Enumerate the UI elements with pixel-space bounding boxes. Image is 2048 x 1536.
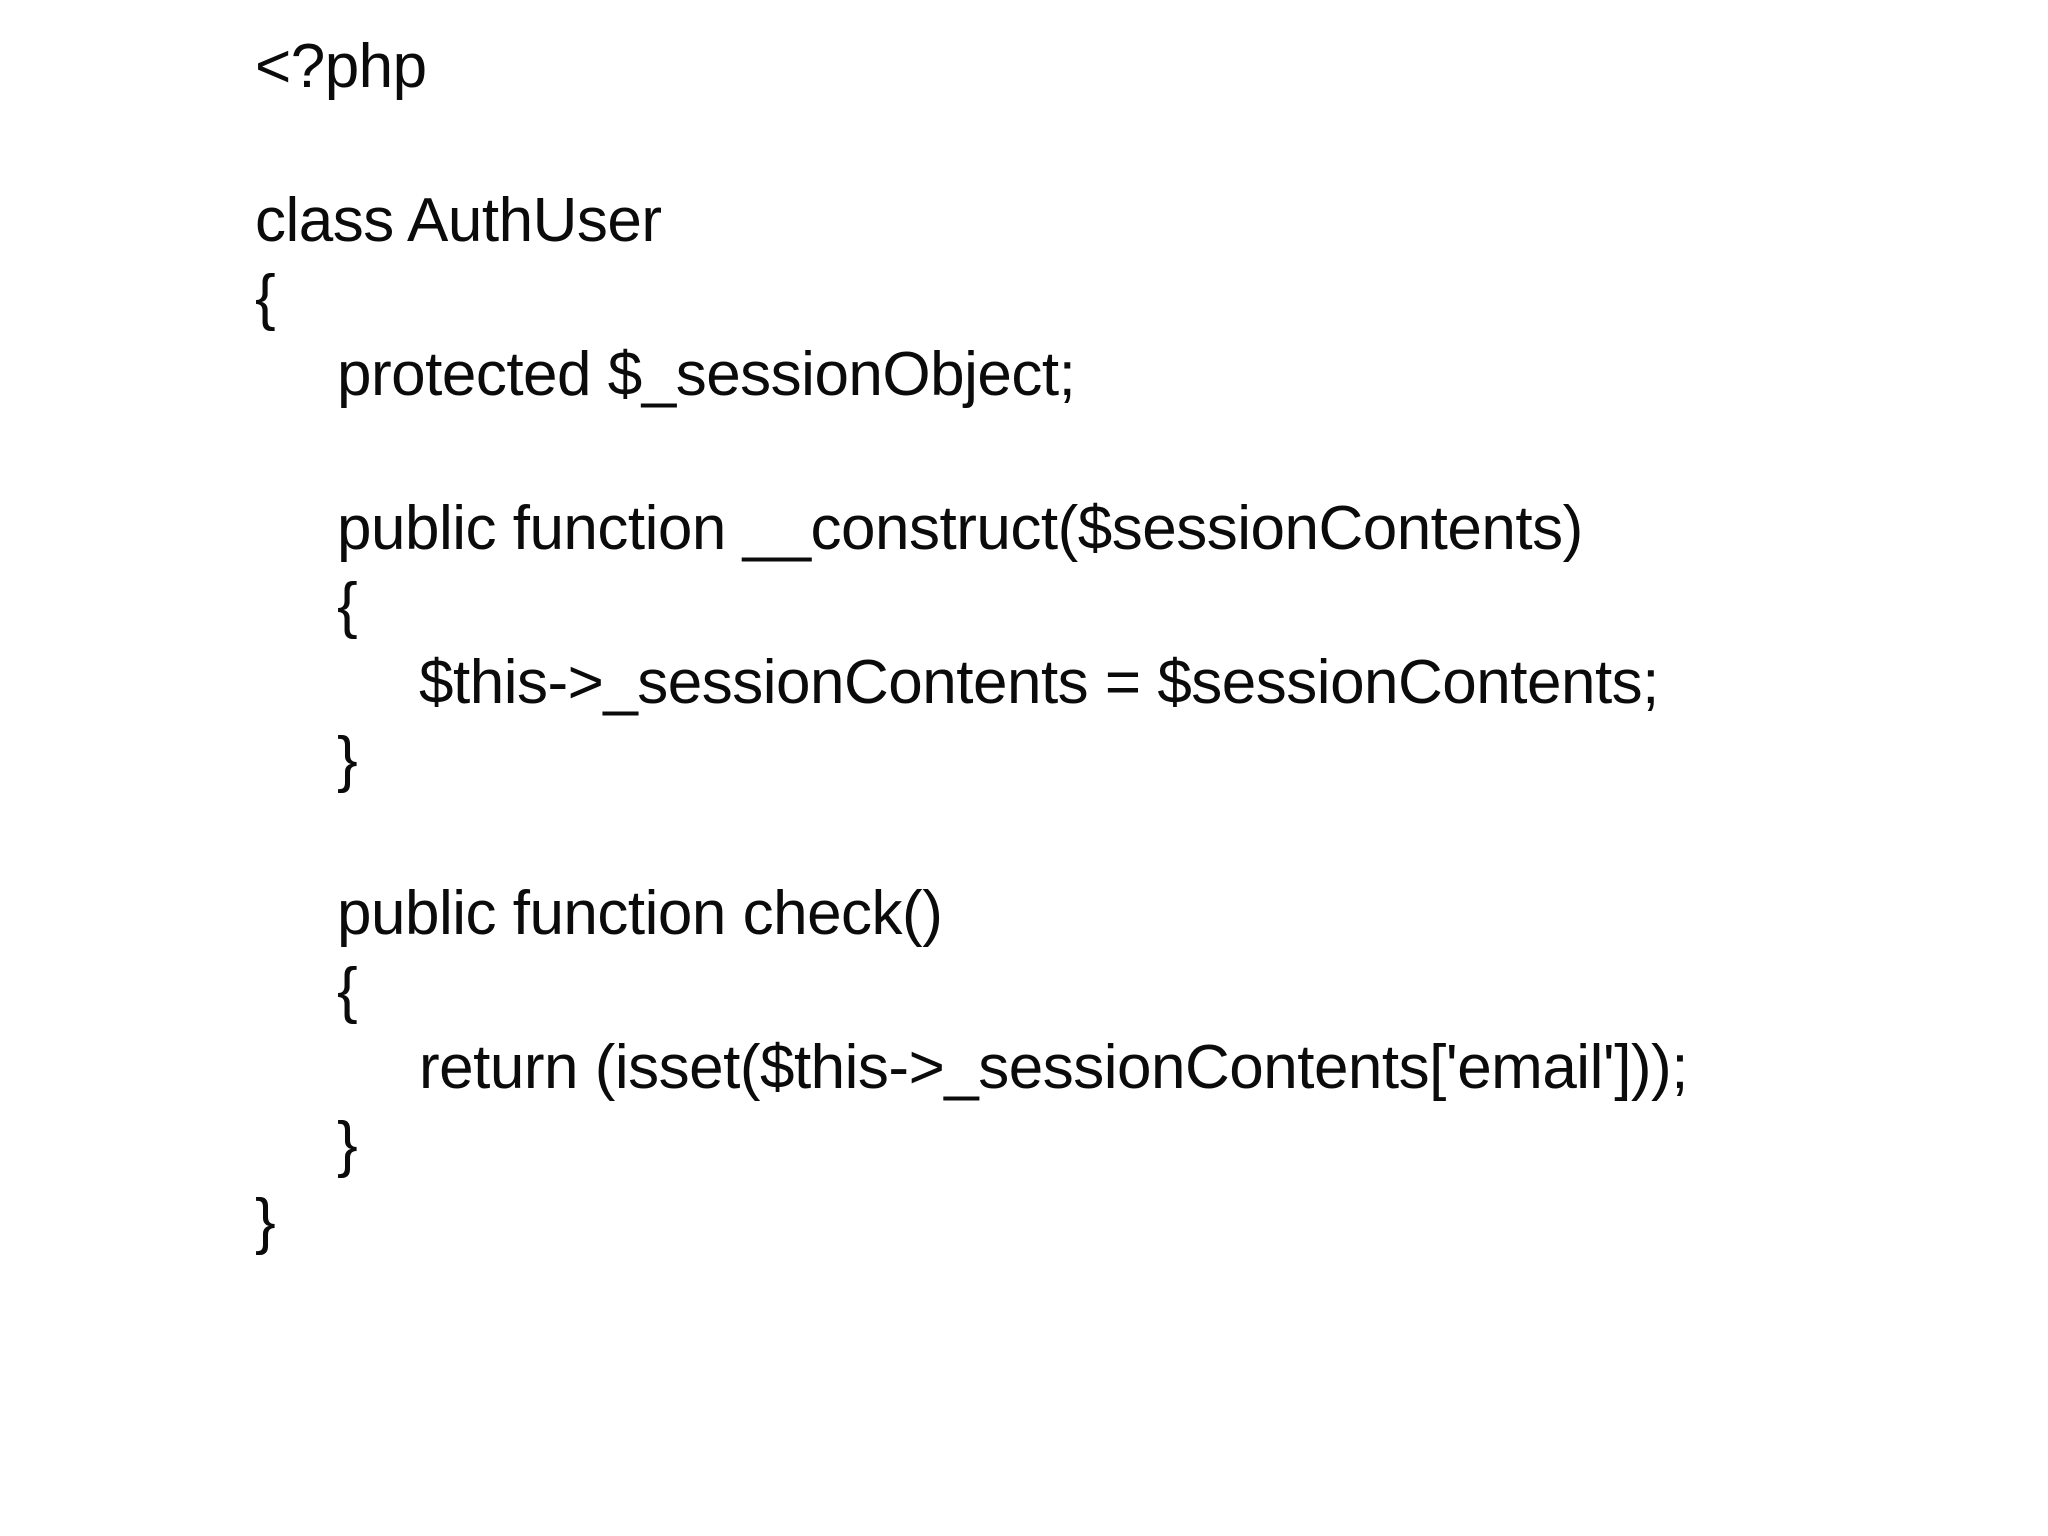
code-line: public function check()	[337, 879, 943, 948]
code-line-spacer	[255, 798, 1975, 875]
code-line: class AuthUser	[255, 186, 662, 255]
php-code-block: <?php class AuthUser { protected $_sessi…	[255, 28, 1975, 1260]
code-line: <?php	[255, 32, 427, 101]
code-line: $this->_sessionContents = $sessionConten…	[419, 648, 1659, 717]
code-line: {	[255, 263, 276, 332]
code-line-spacer	[255, 413, 1975, 490]
code-line: {	[337, 956, 358, 1025]
code-line: }	[337, 725, 358, 794]
code-line: public function __construct($sessionCont…	[337, 494, 1583, 563]
code-line: protected $_sessionObject;	[337, 340, 1076, 409]
code-line: }	[337, 1110, 358, 1179]
code-line: }	[255, 1187, 276, 1256]
code-line: return (isset($this->_sessionContents['e…	[419, 1033, 1688, 1102]
code-line-spacer	[255, 105, 1975, 182]
code-line: {	[337, 571, 358, 640]
